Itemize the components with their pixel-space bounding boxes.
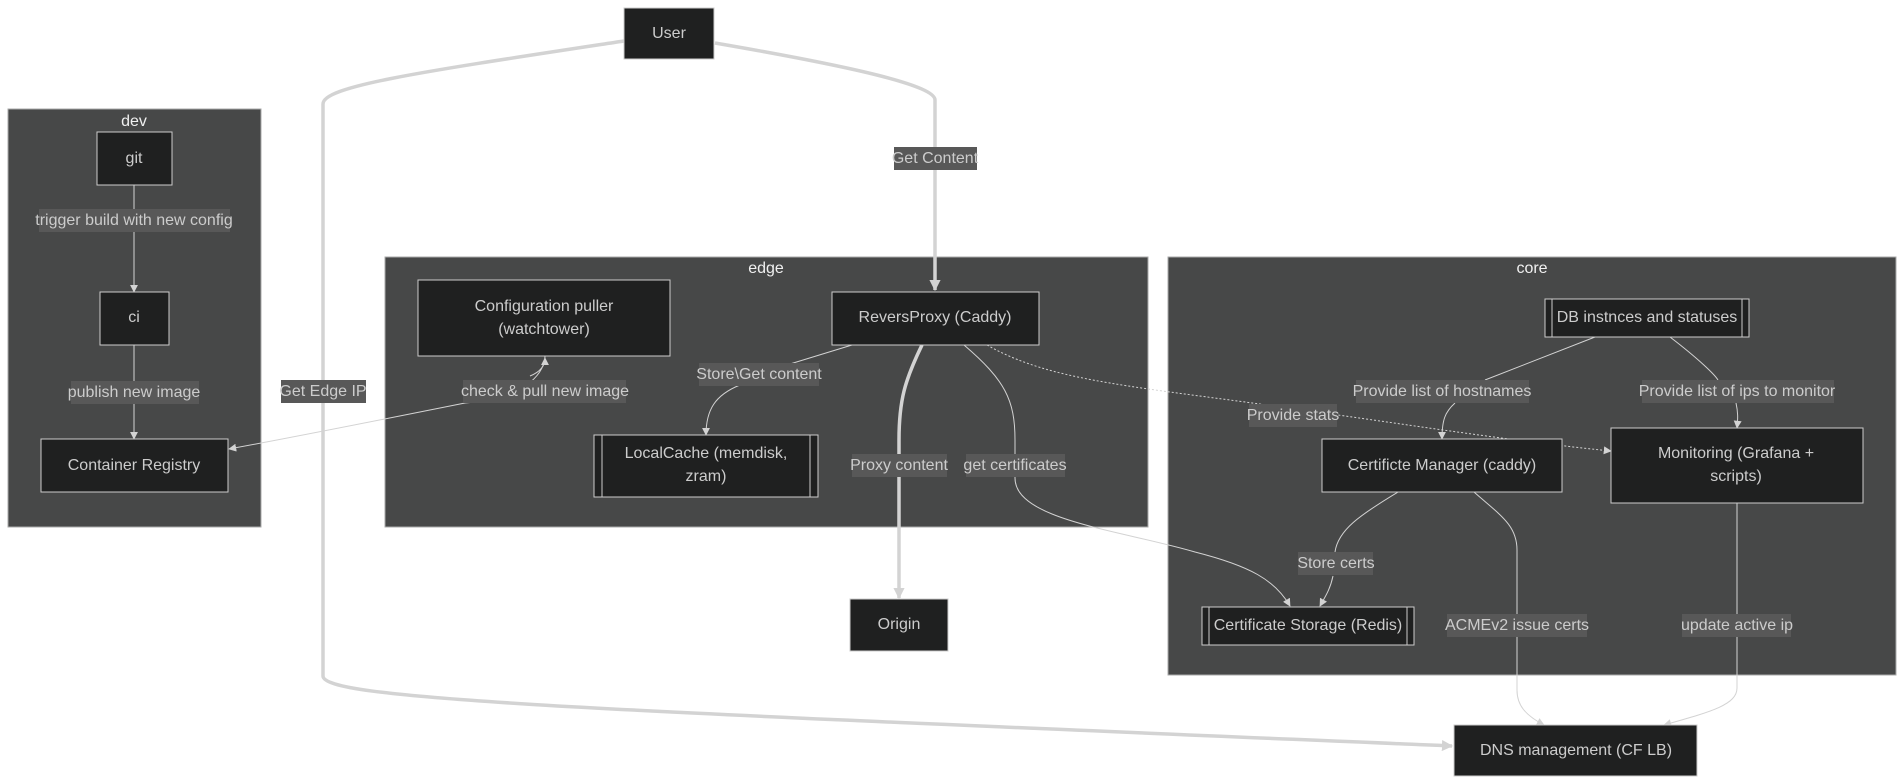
svg-text:get certificates: get certificates <box>963 457 1066 474</box>
edge-proxy-to-cache <box>706 344 853 435</box>
node-monitoring[interactable]: Monitoring (Grafana + scripts) <box>1610 427 1864 504</box>
edge-user-to-dns <box>321 39 1454 752</box>
edge-puller-up-arrow <box>529 357 549 377</box>
svg-text:update active ip: update active ip <box>1681 617 1793 634</box>
svg-text:Store\Get content: Store\Get content <box>696 366 822 383</box>
svg-text:Configuration puller: Configuration puller <box>475 298 614 315</box>
node-reverse-proxy[interactable]: ReversProxy (Caddy) <box>831 291 1040 346</box>
edge-proxy-to-origin <box>893 344 924 600</box>
edge-db-to-certmgr <box>1442 336 1596 439</box>
svg-text:Get Content: Get Content <box>892 150 979 167</box>
cluster-dev-label: dev <box>121 113 147 130</box>
node-git[interactable]: git <box>96 131 173 186</box>
edge-monitoring-to-dns <box>1663 503 1738 727</box>
edge-certmgr-to-dns <box>1473 491 1545 726</box>
edge-label-get-content: Get Content <box>892 147 979 170</box>
svg-text:Certificate Storage (Redis): Certificate Storage (Redis) <box>1214 617 1403 634</box>
edge-label-store-certs: Store certs <box>1297 552 1375 575</box>
edge-puller-to-registry <box>228 355 546 452</box>
svg-text:DB instnces and statuses: DB instnces and statuses <box>1557 309 1738 326</box>
svg-text:scripts): scripts) <box>1710 468 1762 485</box>
node-db-instances[interactable]: DB instnces and statuses <box>1544 298 1750 338</box>
node-user[interactable]: User <box>623 7 715 60</box>
edge-proxy-to-certstorage <box>963 344 1291 607</box>
edge-label-acme-issue: ACMEv2 issue certs <box>1445 614 1589 637</box>
svg-text:Monitoring (Grafana +: Monitoring (Grafana + <box>1658 445 1814 462</box>
svg-text:Proxy content: Proxy content <box>850 457 948 474</box>
svg-text:trigger build with new config: trigger build with new config <box>35 212 232 229</box>
node-ci[interactable]: ci <box>99 291 170 346</box>
edge-label-check-pull: check & pull new image <box>461 380 629 403</box>
svg-text:Origin: Origin <box>878 616 921 633</box>
svg-text:publish new image: publish new image <box>68 384 201 401</box>
svg-text:Provide list of hostnames: Provide list of hostnames <box>1353 383 1532 400</box>
node-local-cache[interactable]: LocalCache (memdisk, zram) <box>593 434 819 498</box>
edge-label-provide-hostnames: Provide list of hostnames <box>1353 380 1532 403</box>
svg-text:DNS management (CF LB): DNS management (CF LB) <box>1480 742 1672 759</box>
edge-label-store-get: Store\Get content <box>696 363 822 386</box>
edge-label-trigger-build: trigger build with new config <box>35 209 233 232</box>
node-container-registry[interactable]: Container Registry <box>40 438 229 493</box>
svg-text:Container Registry: Container Registry <box>68 457 201 474</box>
svg-text:Store certs: Store certs <box>1297 555 1374 572</box>
svg-text:User: User <box>652 25 686 42</box>
svg-text:ReversProxy (Caddy): ReversProxy (Caddy) <box>859 309 1012 326</box>
edge-label-provide-stats: Provide stats <box>1247 404 1339 427</box>
svg-text:zram): zram) <box>686 468 727 485</box>
node-cert-manager[interactable]: Certificte Manager (caddy) <box>1321 438 1563 493</box>
svg-text:Provide stats: Provide stats <box>1247 407 1339 424</box>
svg-text:ci: ci <box>128 309 140 326</box>
edge-label-update-ip: update active ip <box>1681 614 1793 637</box>
edge-label-publish-image: publish new image <box>68 381 201 404</box>
cluster-edge-label: edge <box>748 260 784 277</box>
edge-label-get-edge-ip: Get Edge IP <box>279 380 367 403</box>
svg-text:LocalCache (memdisk,: LocalCache (memdisk, <box>625 445 788 462</box>
edge-user-to-proxy <box>714 41 941 292</box>
node-dns-management[interactable]: DNS management (CF LB) <box>1453 724 1698 777</box>
edge-label-get-certificates: get certificates <box>963 454 1067 477</box>
svg-text:(watchtower): (watchtower) <box>498 321 590 338</box>
cluster-core-label: core <box>1516 260 1547 277</box>
edge-certmgr-to-certstorage <box>1320 491 1399 606</box>
node-origin[interactable]: Origin <box>849 598 949 652</box>
edge-db-to-monitoring <box>1669 336 1738 428</box>
svg-text:Get Edge IP: Get Edge IP <box>279 383 366 400</box>
svg-text:ACMEv2 issue certs: ACMEv2 issue certs <box>1445 617 1589 634</box>
node-config-puller[interactable]: Configuration puller (watchtower) <box>417 279 671 357</box>
edge-label-provide-ips: Provide list of ips to monitor <box>1639 380 1836 403</box>
svg-text:Certificte Manager (caddy): Certificte Manager (caddy) <box>1348 457 1537 474</box>
svg-text:git: git <box>126 150 143 167</box>
svg-text:Provide list of ips to monitor: Provide list of ips to monitor <box>1639 383 1836 400</box>
svg-text:check & pull new image: check & pull new image <box>461 383 629 400</box>
edge-label-proxy-content: Proxy content <box>850 454 948 477</box>
node-cert-storage[interactable]: Certificate Storage (Redis) <box>1201 606 1415 646</box>
